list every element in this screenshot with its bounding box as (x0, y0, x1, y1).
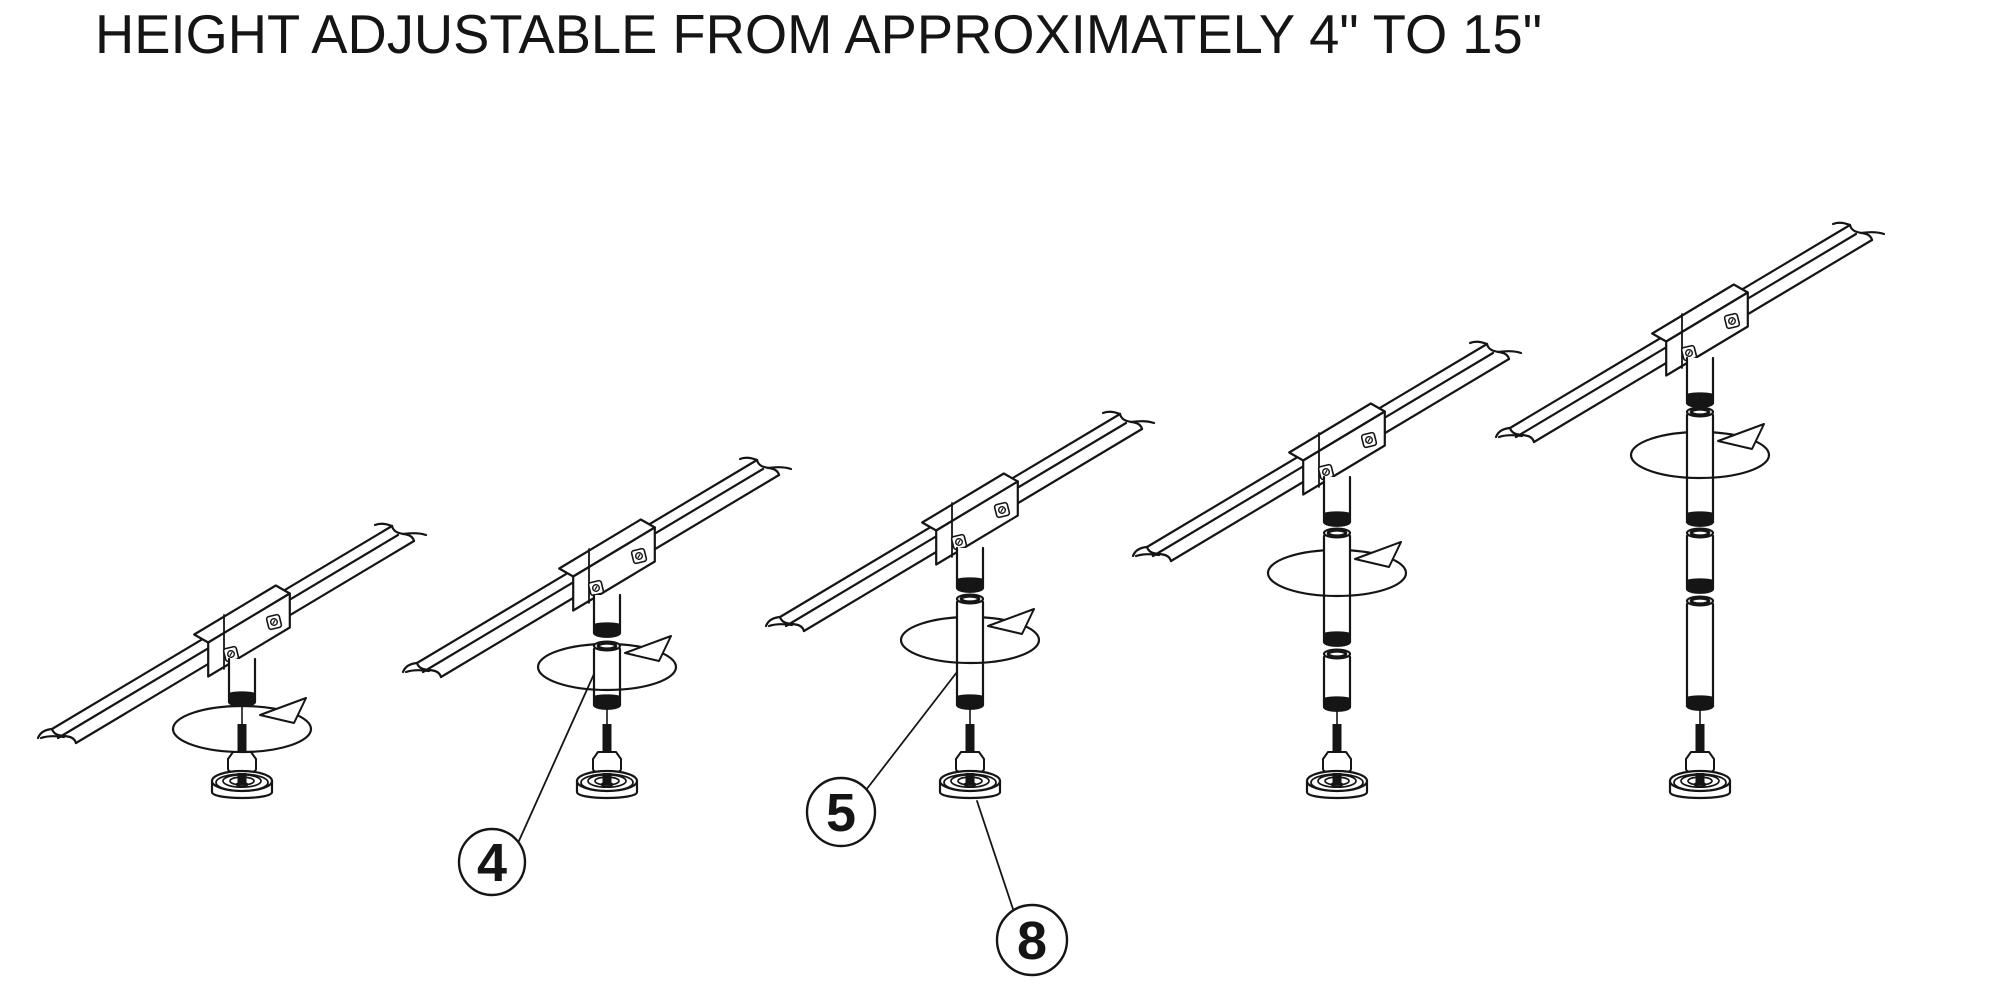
adjuster-rod (602, 724, 612, 758)
rail-sleeve (193, 584, 291, 678)
rotation-arrow (1717, 423, 1765, 450)
callout-circle (457, 827, 527, 897)
callout-5: 5 (805, 671, 958, 848)
callout-number-5: 5 (826, 783, 856, 843)
clamp-screw (1723, 312, 1741, 330)
callout-8: 8 (976, 800, 1069, 977)
leg-tube (227, 657, 257, 707)
foot-glide (1305, 769, 1369, 800)
leader-line (865, 671, 958, 791)
callout-circle (995, 903, 1069, 977)
extension-tube (1685, 595, 1715, 711)
extension-tube (1685, 527, 1715, 594)
rotation-arrow (624, 635, 672, 662)
leader-line (976, 800, 1014, 910)
leg-position-3 (764, 410, 1156, 800)
leg-tube-stack (955, 546, 985, 710)
rotation-arrow (987, 608, 1035, 635)
clamp-screw (993, 501, 1011, 519)
rail-sleeve (558, 518, 656, 612)
clamp-screw (222, 645, 240, 663)
foot-glide (210, 769, 274, 800)
extension-tube (1685, 406, 1715, 527)
adjuster-rod (1332, 724, 1342, 758)
extension-tube (1322, 648, 1352, 712)
rotation-arrow (1354, 541, 1402, 568)
foot-glide (938, 769, 1002, 800)
rotation-arrow (259, 697, 307, 724)
foot-glide (575, 769, 639, 800)
leg-tube (592, 593, 622, 638)
clamp-screw (587, 579, 605, 597)
rail-sleeve (1288, 402, 1386, 496)
extension-tube (592, 640, 622, 710)
callouts: 4 5 8 (457, 671, 1069, 977)
foot-glide (1668, 769, 1732, 800)
leg-tube (1322, 475, 1352, 527)
clamp-screw (950, 533, 968, 551)
callout-number-4: 4 (477, 833, 507, 893)
leg-tube (1685, 356, 1715, 408)
callout-circle (805, 776, 877, 848)
callout-number-8: 8 (1017, 911, 1047, 971)
leg-tube-stack (227, 657, 257, 707)
drawing-root: 4 5 8 (36, 221, 1886, 977)
leg-position-4 (1131, 340, 1523, 800)
clamp-screw (630, 547, 648, 565)
adjuster-rod (965, 724, 975, 758)
callout-4: 4 (457, 673, 595, 897)
leg-position-1-lowest (36, 522, 428, 800)
clamp-screw (1360, 431, 1378, 449)
leg-tube-stack (1685, 356, 1715, 711)
extension-tube (1322, 527, 1352, 647)
leg-position-2 (401, 456, 793, 800)
leg-tube (955, 546, 985, 593)
leader-line (517, 673, 595, 844)
extension-tube (955, 593, 985, 710)
leg-tube-stack (1322, 475, 1352, 712)
adjuster-rod (237, 724, 247, 758)
leg-tube-stack (592, 593, 622, 710)
diagram-title: HEIGHT ADJUSTABLE FROM APPROXIMATELY 4" … (95, 3, 1542, 65)
clamp-screw (265, 613, 283, 631)
leg-position-5-highest (1494, 221, 1886, 800)
rail-sleeve (921, 472, 1019, 566)
adjuster-rod (1695, 724, 1705, 758)
